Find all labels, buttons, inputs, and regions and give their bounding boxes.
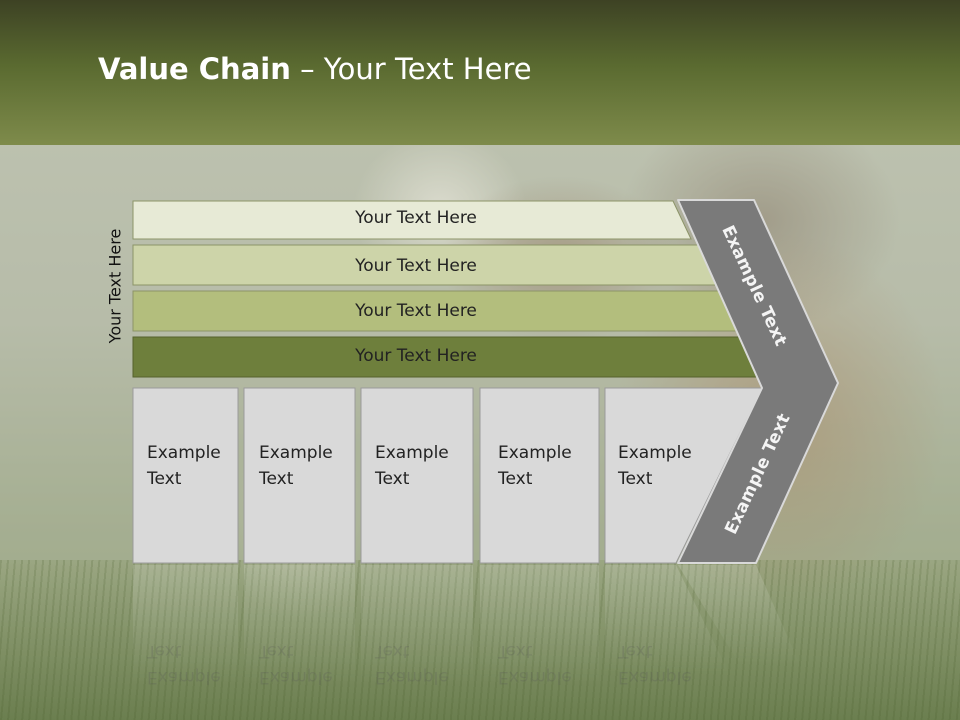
title-rest: – Your Text Here <box>290 52 532 86</box>
box-2-line1: Example <box>259 443 333 463</box>
title-bold: Value Chain <box>98 52 291 86</box>
box-1-line2: Text <box>147 469 182 489</box>
box-5[interactable] <box>604 387 763 564</box>
box-4-line2: Text <box>498 469 533 489</box>
box-1-line1: Example <box>147 443 221 463</box>
reflection <box>133 565 800 685</box>
box-5-line1: Example <box>618 443 692 463</box>
box-4-line1: Example <box>498 443 572 463</box>
box-5-line2: Text <box>618 469 653 489</box>
bar-4-label: Your Text Here <box>355 346 477 366</box>
bar-3-label: Your Text Here <box>355 301 477 321</box>
bar-1[interactable] <box>132 200 692 240</box>
box-3-line1: Example <box>375 443 449 463</box>
box-2[interactable] <box>243 387 356 564</box>
box-4[interactable] <box>479 387 600 564</box>
box-3-line2: Text <box>375 469 410 489</box>
bar-1-label: Your Text Here <box>355 208 477 228</box>
header-band <box>0 0 960 145</box>
box-2-line2: Text <box>259 469 294 489</box>
slide-title[interactable]: Value Chain – Your Text Here <box>98 52 532 86</box>
box-3[interactable] <box>360 387 474 564</box>
bar-2-label: Your Text Here <box>355 256 477 276</box>
chevron-arrow[interactable] <box>677 199 839 564</box>
box-1[interactable] <box>132 387 239 564</box>
